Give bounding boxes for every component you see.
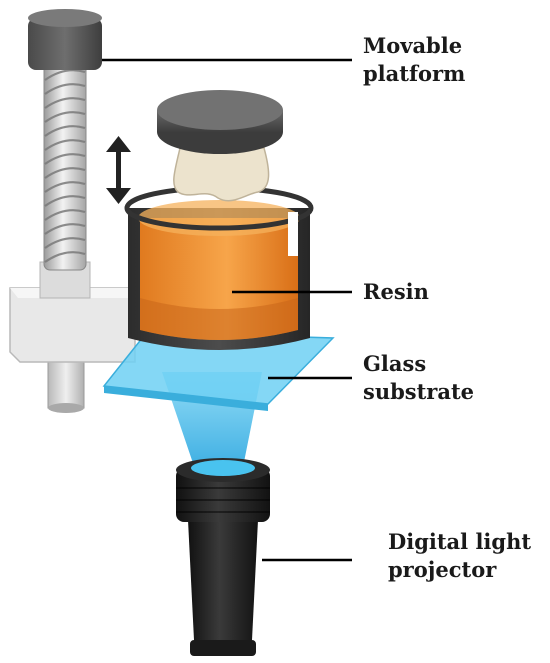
screw-thread [44,97,86,109]
label-digital-light-projector: Digital light projector [388,529,532,582]
screw-thread [44,209,86,221]
label-resin: Resin [363,279,429,304]
screw-thread [44,139,86,151]
screw-thread [44,153,86,165]
screw-thread [44,223,86,235]
screw-thread [44,69,86,81]
screw-thread [44,111,86,123]
screw-thread [44,83,86,95]
label-movable-platform: Movable platform [363,33,466,86]
glass-substrate [102,331,335,411]
label-glass-substrate: Glass substrate [363,351,475,404]
screw-thread [44,167,86,179]
build-platform [157,90,283,154]
lead-screw-icon [43,59,87,271]
double-arrow-icon [106,136,131,204]
digital-light-projector [176,458,270,656]
leader-lines [102,58,352,562]
printed-part [173,147,270,202]
screw-thread [44,181,86,193]
screw-cap [28,9,102,70]
screw-thread [44,195,86,207]
screw-thread [44,251,86,263]
screw-thread [44,237,86,249]
support-bracket [9,261,136,363]
resin-vat [124,185,314,350]
screw-thread [44,125,86,137]
